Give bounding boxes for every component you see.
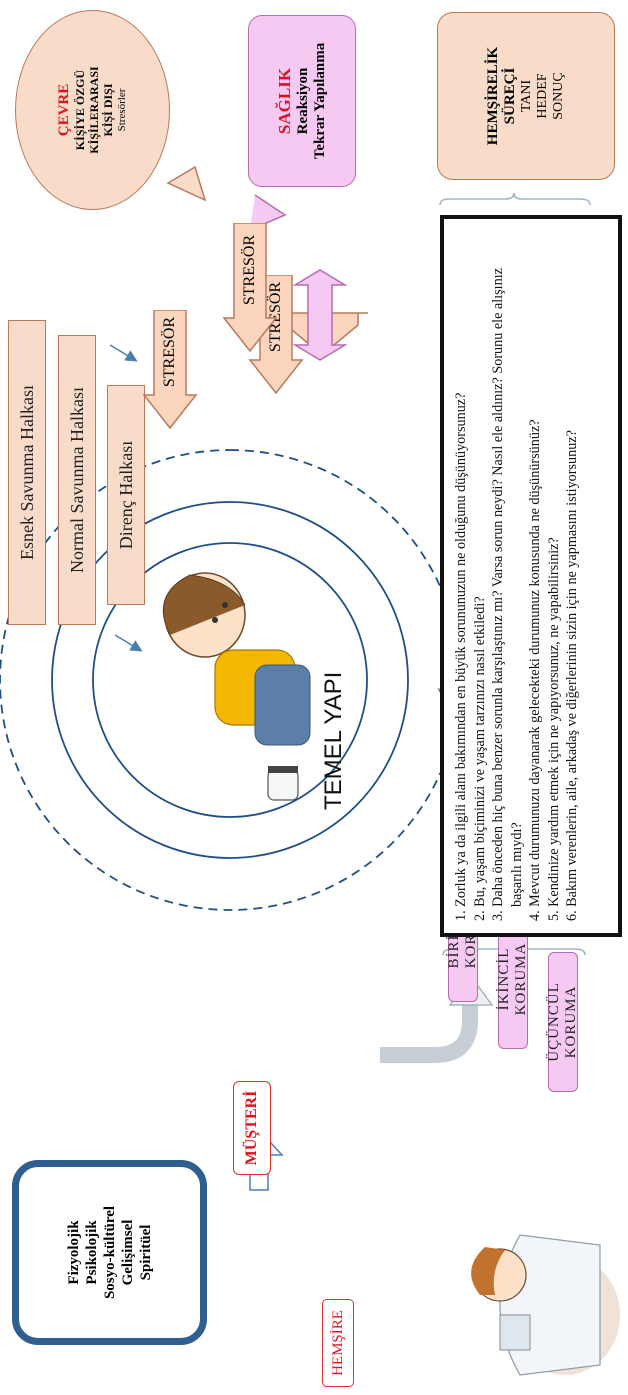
question-4: 4. Mevcut durumunuzu dayanarak gelecekte…: [527, 419, 543, 921]
environment-line-3: KİŞİ DIŞI: [101, 83, 115, 137]
stressor-label-3: STRESÖR: [241, 234, 258, 306]
protection-curved-arrow: [380, 1005, 478, 1063]
nursing-process-title-2: SÜREÇİ: [502, 67, 518, 125]
jar-icon: [267, 766, 299, 801]
nursing-process-item-2: HEDEF: [535, 73, 550, 119]
question-5: 5. Kendinize yardım etmek için ne yapıyo…: [545, 537, 562, 921]
ring-arrow-icon: [109, 344, 138, 362]
normal-defense-ring: [51, 501, 409, 859]
environment-bubble-tail: [166, 165, 207, 202]
nurse-label: HEMŞİRE: [322, 1299, 354, 1387]
environment-title: ÇEVRE: [56, 83, 72, 137]
health-title: SAĞLIK: [275, 67, 294, 135]
flexible-ring-label: Esnek Savunma Halkası: [8, 320, 46, 625]
double-arrow-icon: [292, 269, 348, 361]
health-box: SAĞLIK Reaksiyon Tekrar Yapılanma: [248, 15, 356, 187]
stressor-arrow-3-shape: [222, 222, 278, 353]
nursing-process-box: HEMŞİRELİK SÜREÇİ TANI HEDEF SONUÇ: [437, 12, 615, 180]
normal-ring-label: Normal Savunma Halkası: [58, 335, 96, 625]
dimension-5: Spiritüel: [137, 1224, 154, 1281]
nursing-process-title-1: HEMŞİRELİK: [485, 46, 501, 146]
stressor-arrow-2-shape: [142, 309, 198, 430]
dimension-4: Gelişimsel: [119, 1219, 136, 1286]
question-2: 2. Bu, yaşam biçiminizi ve yaşam tarzını…: [471, 596, 488, 921]
health-line-2: Tekrar Yapılanma: [312, 42, 328, 160]
stressor-label-2: STRESÖR: [161, 316, 178, 388]
ring-arrow-icon: [114, 634, 143, 652]
environment-bubble: ÇEVRE KİŞİYE ÖZGÜ KİŞİLERARASI KİŞİ DIŞI…: [15, 10, 170, 210]
dimension-2: Psikolojik: [83, 1220, 100, 1285]
environment-sub: Stresörler: [116, 88, 128, 132]
question-3: 3. Daha önceden hiç buna benzer sorunla …: [490, 268, 525, 921]
client-label: MÜŞTERİ: [233, 1081, 271, 1175]
brace-right: [439, 192, 591, 206]
child-figure: [162, 572, 311, 746]
dimension-3: Sosyo-kültürel: [101, 1205, 118, 1300]
dimension-1: Fizyolojik: [65, 1220, 82, 1285]
client-dimensions-box: Fizyolojik Psikolojik Sosyo-kültürel Gel…: [12, 1160, 207, 1345]
nurse-figure: [471, 1234, 620, 1376]
question-list: 1. Zorluk ya da ilgili alanı bakımından …: [452, 231, 582, 921]
core-label: TEMEL YAPI: [320, 671, 347, 810]
resistance-ring: [92, 542, 368, 818]
environment-line-2: KİŞİLERARASI: [87, 66, 101, 154]
environment-line-1: KİŞİYE ÖZGÜ: [73, 69, 87, 151]
resistance-ring-label: Direnç Halkası: [107, 385, 145, 605]
stressor-arrow-3: STRESÖR: [222, 222, 278, 353]
tertiary-protection: ÜÇÜNCÜL KORUMA: [546, 952, 579, 1092]
stressor-arrow-2: STRESÖR: [142, 309, 198, 430]
nursing-process-item-1: TANI: [519, 79, 534, 113]
question-1: 1. Zorluk ya da ilgili alanı bakımından …: [453, 392, 469, 921]
question-box: 1. Zorluk ya da ilgili alanı bakımından …: [440, 215, 622, 937]
health-line-1: Reaksiyon: [295, 67, 311, 135]
question-6: 6. Bakım verenlerin, aile, arkadaş ve di…: [564, 430, 580, 921]
nursing-process-item-3: SONUÇ: [551, 72, 566, 120]
